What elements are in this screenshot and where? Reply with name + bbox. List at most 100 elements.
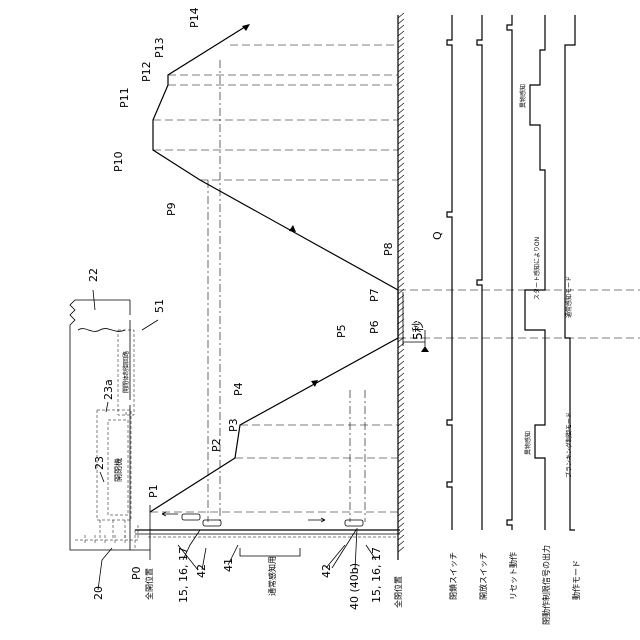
label-blanking-mode: ブランキング制御モード bbox=[565, 412, 573, 478]
hatch-mark bbox=[398, 193, 404, 198]
hatch-mark bbox=[398, 85, 404, 90]
hatch-mark bbox=[398, 457, 404, 462]
label-p5: P5 bbox=[335, 324, 348, 338]
hatch-mark bbox=[398, 25, 404, 30]
hatch-mark bbox=[398, 445, 404, 450]
hatch-mark bbox=[398, 43, 404, 48]
hatch-mark bbox=[398, 49, 404, 54]
ref-23: 23 bbox=[93, 456, 106, 470]
hatch-mark bbox=[398, 19, 404, 24]
hatch-mark bbox=[398, 199, 404, 204]
label-q: Q bbox=[431, 231, 444, 240]
ref-22: 22 bbox=[87, 268, 100, 282]
label-close-switch: 閉鎖スイッチ bbox=[448, 552, 458, 600]
hatch-mark bbox=[398, 73, 404, 78]
hatch-mark bbox=[398, 415, 404, 420]
hatch-mark bbox=[398, 169, 404, 174]
hatch-mark bbox=[398, 505, 404, 510]
label-full-open: 全開位置 bbox=[144, 568, 154, 600]
hatch-mark bbox=[398, 439, 404, 444]
hatch-mark bbox=[398, 463, 404, 468]
arrow-closing bbox=[289, 225, 296, 232]
hatch-mark bbox=[398, 181, 404, 186]
hatch-mark bbox=[398, 211, 404, 216]
sensor-42-right bbox=[345, 520, 363, 526]
five-sec-arrow bbox=[421, 346, 429, 352]
leader-lines bbox=[93, 290, 376, 590]
hatch-mark bbox=[398, 481, 404, 486]
label-reset-action: リセット動作 bbox=[508, 552, 518, 600]
hatch-mark bbox=[398, 523, 404, 528]
housing-outline bbox=[70, 300, 150, 550]
label-p12: P12 bbox=[140, 61, 153, 82]
label-open-switch: 開放スイッチ bbox=[478, 552, 488, 600]
hatch-mark bbox=[398, 535, 404, 540]
hatch-mark bbox=[398, 283, 404, 288]
hatch-mark bbox=[398, 451, 404, 456]
normal-detect-bracket bbox=[240, 548, 300, 556]
label-normal-mode: 通常感知モード bbox=[565, 276, 573, 318]
hatch-mark bbox=[398, 55, 404, 60]
hatch-mark bbox=[398, 103, 404, 108]
trace-open-switch bbox=[477, 15, 482, 530]
hatch-mark bbox=[398, 391, 404, 396]
text-labels: 全開位置 全閉位置 通常感知用 5秒 Q 閉鎖スイッチ 開放スイッチ リセット動… bbox=[144, 84, 581, 625]
ref-51: 51 bbox=[153, 299, 166, 313]
hatch-mark bbox=[398, 403, 404, 408]
hatch-mark bbox=[398, 373, 404, 378]
label-p6: P6 bbox=[368, 320, 381, 334]
label-p9: P9 bbox=[165, 202, 178, 216]
hatch-mark bbox=[398, 229, 404, 234]
ref-23a: 23a bbox=[102, 379, 115, 400]
label-operation-mode: 動作モード bbox=[571, 560, 581, 600]
hatch-mark bbox=[398, 427, 404, 432]
hatch-mark bbox=[398, 175, 404, 180]
label-p8: P8 bbox=[382, 242, 395, 256]
hatch-mark bbox=[398, 163, 404, 168]
position-line bbox=[150, 25, 398, 512]
hatch-mark bbox=[398, 499, 404, 504]
hatch-mark bbox=[398, 469, 404, 474]
hatch-mark bbox=[398, 97, 404, 102]
hatch-mark bbox=[398, 511, 404, 516]
hatch-mark bbox=[398, 91, 404, 96]
ref-15-left: 15, 16, 17 bbox=[177, 547, 190, 603]
hatch-mark bbox=[398, 265, 404, 270]
label-p2: P2 bbox=[210, 438, 223, 452]
label-five-sec: 5秒 bbox=[411, 320, 425, 340]
hatch-mark bbox=[398, 277, 404, 282]
hatch-mark bbox=[398, 247, 404, 252]
ref-42-right: 42 bbox=[320, 564, 333, 578]
label-p7: P7 bbox=[368, 288, 381, 302]
label-foreign-detect-1: 異物感知 bbox=[519, 84, 527, 108]
label-p13: P13 bbox=[153, 37, 166, 58]
ground-hatch bbox=[398, 13, 404, 560]
label-close-limit-output: 閉動作制限信号の出力 bbox=[541, 545, 551, 625]
hatch-mark bbox=[398, 151, 404, 156]
label-foreign-detect-2: 異物感知 bbox=[524, 431, 532, 455]
hatch-mark bbox=[398, 217, 404, 222]
hatch-mark bbox=[398, 13, 404, 18]
hatch-mark bbox=[398, 79, 404, 84]
hatch-mark bbox=[398, 235, 404, 240]
opener-label: 開閉機 bbox=[113, 458, 123, 482]
hatch-mark bbox=[398, 109, 404, 114]
hatch-mark bbox=[398, 139, 404, 144]
label-normal-detect: 通常感知用 bbox=[267, 556, 277, 596]
label-p14: P14 bbox=[188, 7, 201, 28]
hatch-mark bbox=[398, 145, 404, 150]
hatch-mark bbox=[398, 37, 404, 42]
label-p1: P1 bbox=[147, 484, 160, 498]
hatch-mark bbox=[398, 409, 404, 414]
hatch-mark bbox=[398, 115, 404, 120]
hatch-mark bbox=[398, 433, 404, 438]
hatch-mark bbox=[398, 475, 404, 480]
hatch-mark bbox=[398, 547, 404, 552]
ref-41: 41 bbox=[222, 558, 235, 572]
ref-15-right: 15, 16, 17 bbox=[370, 547, 383, 603]
hatch-mark bbox=[398, 517, 404, 522]
hatch-mark bbox=[398, 349, 404, 354]
sensor-42-left bbox=[203, 520, 221, 526]
ref-40: 40 (40b) bbox=[348, 563, 361, 610]
